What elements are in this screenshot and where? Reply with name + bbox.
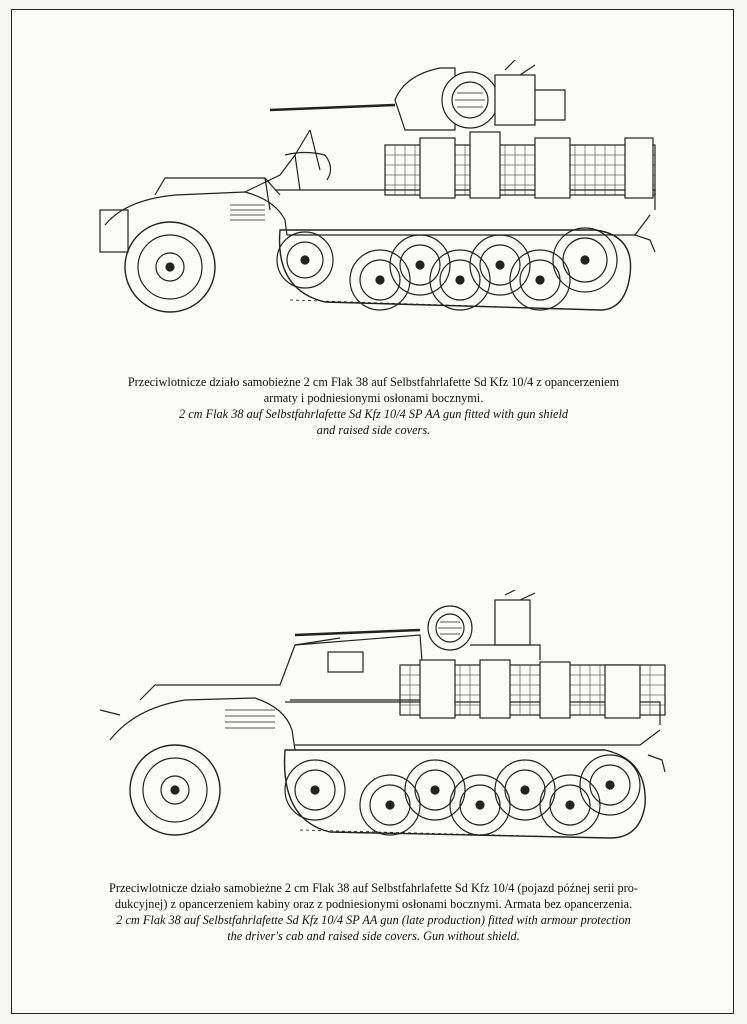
caption-en-line1: 2 cm Flak 38 auf Selbstfahrlafette Sd Kf… bbox=[178, 407, 569, 421]
caption-en-line2: the driver's cab and raised side covers.… bbox=[227, 929, 520, 943]
caption-pl-line2: dukcyjnej) z opancerzeniem kabiny oraz z… bbox=[114, 897, 633, 911]
caption-en-line1: 2 cm Flak 38 auf Selbstfahrlafette Sd Kf… bbox=[116, 913, 631, 927]
page-border bbox=[11, 9, 734, 1014]
halftrack-drawing-gun-shield bbox=[95, 60, 685, 335]
halftrack-drawing-armoured-cab bbox=[100, 590, 680, 865]
caption-en-line2: and raised side covers. bbox=[316, 423, 431, 437]
caption-plate-2: Przeciwlotnicze działo samobieżne 2 cm F… bbox=[30, 880, 717, 944]
caption-plate-1: Przeciwlotnicze działo samobieżne 2 cm F… bbox=[30, 374, 717, 438]
caption-pl-line1: Przeciwlotnicze działo samobieżne 2 cm F… bbox=[109, 881, 638, 895]
caption-pl-line2: armaty i podniesionymi osłonami bocznymi… bbox=[263, 391, 484, 405]
caption-pl-line1: Przeciwlotnicze działo samobieżne 2 cm F… bbox=[127, 375, 620, 389]
